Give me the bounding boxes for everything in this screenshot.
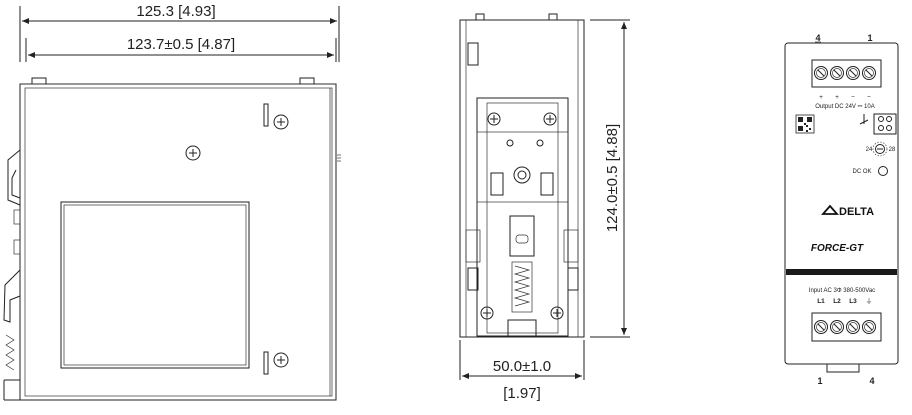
front-view: 4 1 + + − − Output DC 24V ⎓ 10A 24 (784, 33, 899, 386)
side-body-outline (19, 83, 337, 401)
output-terminal-screw-4[interactable] (862, 66, 876, 80)
input-terminal-screw-1[interactable] (814, 320, 828, 334)
input-terminal-block (811, 312, 882, 342)
back-view: 124.0±0.5 [4.88] 50.0±1.0 [1.97] (459, 13, 630, 402)
voltage-adjust-pot-icon[interactable] (872, 141, 888, 157)
height-label: 124.0±0.5 [4.88] (604, 124, 621, 232)
qr-code-icon (795, 114, 815, 134)
brand-name: DELTA (839, 206, 874, 218)
series-name: FORCE-GT (811, 243, 864, 254)
side-view: 125.3 [4.93] 123.7±0.5 [4.87] (3, 3, 341, 401)
input-terminal-l3: L3 (849, 298, 857, 305)
output-polarity-3: − (851, 94, 855, 101)
output-terminal-screw-2[interactable] (830, 66, 844, 80)
output-polarity-2: + (835, 94, 839, 101)
side-screw-top (263, 103, 289, 130)
side-label-area (60, 201, 250, 369)
input-label: Input AC 3Φ 380-500Vac (809, 288, 875, 294)
side-screw-mid (185, 145, 201, 161)
delta-logo: DELTA (821, 204, 874, 218)
width-label-in: [1.97] (503, 385, 541, 402)
front-body-outline (784, 42, 899, 365)
output-terminal-screw-1[interactable] (814, 66, 828, 80)
side-screw-bottom (263, 351, 289, 375)
adjust-min: 24 (866, 147, 873, 153)
output-label: Output DC 24V ⎓ 10A (815, 104, 875, 110)
dc-ok-led (878, 166, 888, 176)
overall-width-label: 125.3 [4.93] (136, 3, 215, 20)
input-terminal-screw-3[interactable] (846, 320, 860, 334)
input-terminal-ground: ⏚ (866, 297, 873, 305)
input-terminal-screw-2[interactable] (830, 320, 844, 334)
relay-terminal (873, 113, 897, 135)
input-terminal-screw-4[interactable] (862, 320, 876, 334)
top-terminal-num-right: 1 (867, 33, 872, 43)
input-terminal-l1: L1 (817, 298, 825, 305)
output-polarity-4: − (867, 94, 871, 101)
output-polarity-1: + (819, 94, 823, 101)
bottom-terminal-num-left: 1 (817, 376, 822, 386)
adjust-max: 28 (889, 147, 896, 153)
output-terminal-block (811, 59, 882, 88)
input-terminal-l2: L2 (833, 298, 841, 305)
top-terminal-num-left: 4 (815, 33, 820, 43)
din-clip-plate (476, 97, 569, 337)
dc-ok-label: DC OK (852, 169, 871, 175)
bottom-terminal-num-right: 4 (869, 376, 874, 386)
body-width-label: 123.7±0.5 [4.87] (127, 36, 235, 53)
divider-band (786, 269, 897, 275)
width-label-mm: 50.0±1.0 (493, 358, 551, 375)
output-terminal-screw-3[interactable] (846, 66, 860, 80)
